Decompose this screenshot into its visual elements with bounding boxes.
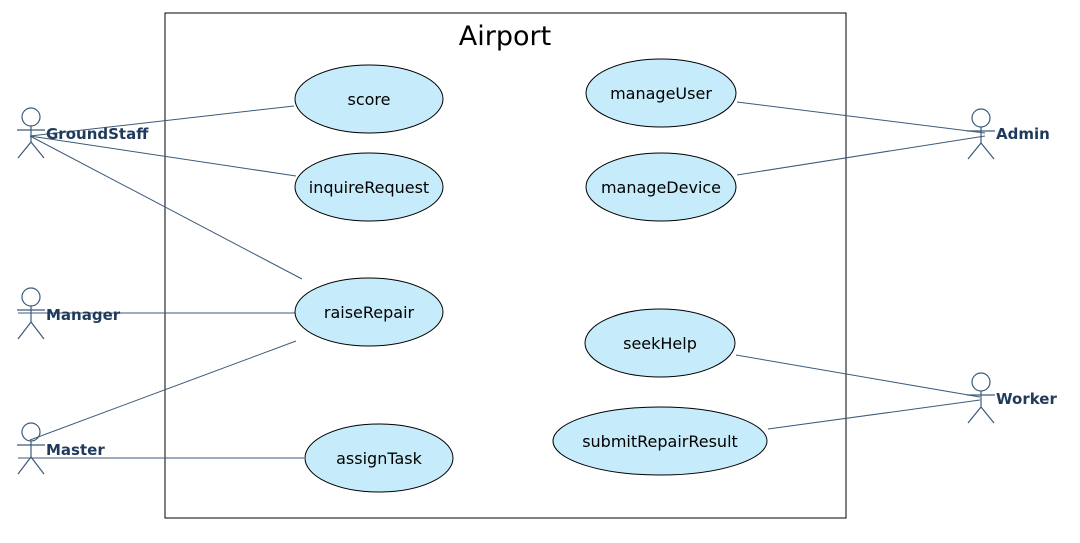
use-case-ellipse[interactable] xyxy=(294,152,444,222)
associations xyxy=(18,101,986,459)
use-case-label: manageUser xyxy=(610,84,712,103)
actor-label-master: Master xyxy=(46,441,105,459)
actor-icon xyxy=(21,422,41,442)
use-case-ellipse[interactable] xyxy=(584,308,736,378)
actor-label-admin: Admin xyxy=(996,125,1050,143)
use-case-label: assignTask xyxy=(336,449,422,468)
use-case-ellipse[interactable] xyxy=(294,64,444,134)
assoc-worker-submitrepairresult[interactable] xyxy=(767,399,981,430)
use-case-managedevice[interactable]: manageDevice xyxy=(585,152,737,222)
use-case-inquirerequest[interactable]: inquireRequest xyxy=(294,152,444,222)
actor-icon xyxy=(21,287,41,307)
system-title: Airport xyxy=(459,21,551,52)
use-case-label: seekHelp xyxy=(623,334,697,353)
actor-label-groundstaff: GroundStaff xyxy=(46,125,149,143)
actor-manager[interactable] xyxy=(17,287,45,340)
use-case-label: raiseRepair xyxy=(324,303,415,322)
actor-icon xyxy=(21,107,41,127)
actor-admin[interactable] xyxy=(967,108,995,160)
use-case-label: score xyxy=(348,90,391,109)
assoc-worker-seekhelp[interactable] xyxy=(735,354,981,398)
use-case-assigntask[interactable]: assignTask xyxy=(304,423,454,493)
actor-icon xyxy=(971,372,991,392)
use-case-ellipse[interactable] xyxy=(304,423,454,493)
actor-master[interactable] xyxy=(17,422,45,475)
assoc-admin-managedevice[interactable] xyxy=(736,135,986,176)
use-case-label: inquireRequest xyxy=(309,178,429,197)
assoc-groundstaff-raiserepair[interactable] xyxy=(29,135,303,280)
use-case-label: submitRepairResult xyxy=(582,432,738,451)
use-case-submitrepairresult[interactable]: submitRepairResult xyxy=(552,406,768,476)
use-case-manageuser[interactable]: manageUser xyxy=(585,58,737,128)
actor-label-manager: Manager xyxy=(46,306,121,324)
use-case-score[interactable]: score xyxy=(294,64,444,134)
actor-label-worker: Worker xyxy=(996,390,1057,408)
use-case-label: manageDevice xyxy=(601,178,721,197)
use-case-ellipse[interactable] xyxy=(552,406,768,476)
actor-groundstaff[interactable] xyxy=(17,107,45,159)
assoc-groundstaff-score[interactable] xyxy=(29,105,295,137)
assoc-master-raiserepair[interactable] xyxy=(29,340,297,441)
use-case-seekhelp[interactable]: seekHelp xyxy=(584,308,736,378)
use-case-ellipse[interactable] xyxy=(585,152,737,222)
assoc-admin-manageuser[interactable] xyxy=(736,101,986,134)
actor-worker[interactable] xyxy=(967,372,995,424)
use-case-raiserepair[interactable]: raiseRepair xyxy=(294,277,444,347)
use-case-ellipse[interactable] xyxy=(585,58,737,128)
assoc-groundstaff-inquirerequest[interactable] xyxy=(29,135,297,177)
use-case-ellipse[interactable] xyxy=(294,277,444,347)
actor-icon xyxy=(971,108,991,128)
